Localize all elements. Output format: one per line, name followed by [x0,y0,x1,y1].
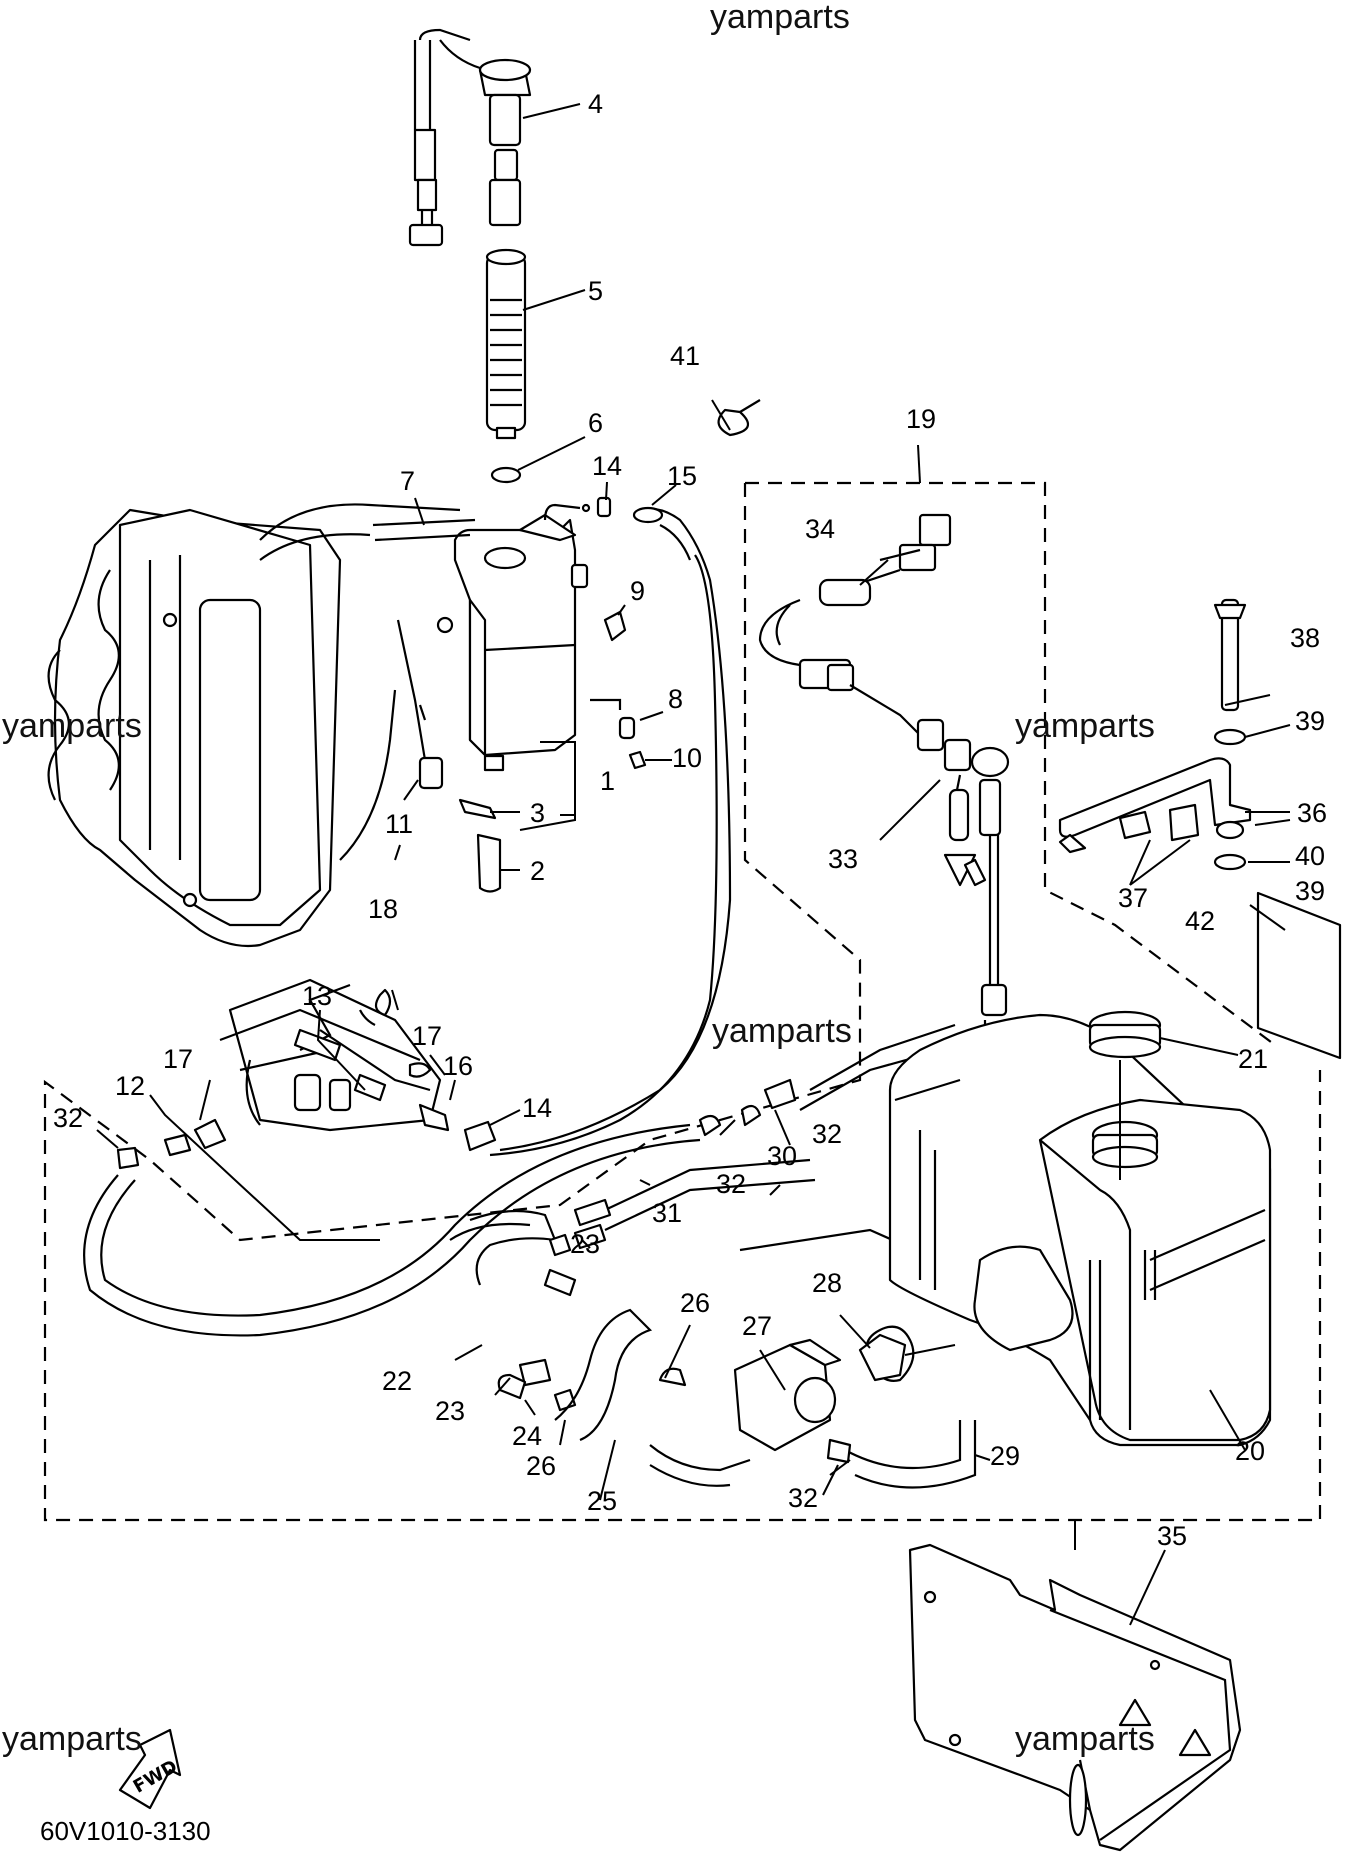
small-screw [581,503,591,513]
fuel-cap-assembly [408,28,532,247]
lead-11 [396,619,427,761]
lead-8 [590,698,622,710]
callout-24: 24 [512,1421,542,1451]
hose-2 [476,833,502,893]
callout-37: 37 [1118,883,1148,913]
dashed-outlines [43,481,1322,1522]
callout-32-mid: 32 [716,1169,746,1199]
callout-23-lower: 23 [435,1396,465,1426]
callout-26-upper: 26 [680,1288,710,1318]
fuel-tank-20 [888,1013,1272,1447]
assembly-19-outline [745,481,1276,1046]
callout-41: 41 [670,341,700,371]
clip-3 [458,798,497,820]
hose-15 [499,507,732,1152]
callout-5: 5 [588,276,603,306]
callout-42: 42 [1185,906,1215,936]
hose-end-15 [632,506,664,524]
lead-11b [418,704,427,721]
leader-lines [96,103,1291,1626]
callout-14-upper: 14 [592,451,622,481]
callout-23-upper: 23 [570,1229,600,1259]
callout-3: 3 [530,798,545,828]
callout-22: 22 [382,1366,412,1396]
callout-13: 13 [302,981,332,1011]
hose-7-b [374,533,471,542]
bracket-35 [908,1543,1242,1852]
watermark-bottom-right: yamparts [1015,1720,1155,1758]
callout-34: 34 [805,514,835,544]
part-9 [603,610,627,642]
callout-14-lower: 14 [522,1093,552,1123]
callout-38: 38 [1290,623,1320,653]
nipple-11 [418,756,444,790]
callout-9: 9 [630,576,645,606]
callout-15: 15 [667,461,697,491]
diagram-code: 60V1010-3130 [40,1816,211,1846]
callout-20: 20 [1235,1436,1265,1466]
callout-27: 27 [742,1311,772,1341]
callout-labels: 1 2 3 4 5 6 7 8 9 10 11 12 13 14 14 15 1… [53,89,1327,1551]
callout-10: 10 [672,743,702,773]
callout-35: 35 [1157,1521,1187,1551]
cable-tie-41 [717,408,750,437]
part-8 [618,716,636,740]
callout-32-right: 32 [812,1119,842,1149]
fuel-filter [485,248,527,440]
callout-21: 21 [1238,1044,1268,1074]
hose-15-b [659,524,692,561]
callout-8: 8 [668,684,683,714]
callout-26-lower: 26 [526,1451,556,1481]
callout-12: 12 [115,1071,145,1101]
callout-40: 40 [1295,841,1325,871]
callout-4: 4 [588,89,603,119]
callout-39-upper: 39 [1295,706,1325,736]
sender-harness-19 [758,513,1013,1071]
washer-6 [490,466,522,484]
watermark-bottom-left: yamparts [2,1720,142,1758]
watermark-left: yamparts [2,707,142,745]
fuel-pump-area [449,1023,977,1489]
watermarks: yamparts yamparts yamparts yamparts yamp… [2,0,1155,1758]
callout-31: 31 [652,1198,682,1228]
callout-19: 19 [906,404,936,434]
vapor-separator-tank [436,513,589,772]
callout-30: 30 [767,1141,797,1171]
callout-33: 33 [828,844,858,874]
callout-28: 28 [812,1268,842,1298]
callout-29: 29 [990,1441,1020,1471]
callout-32-bottom: 32 [788,1483,818,1513]
tank-cap-21-base [1088,1035,1162,1059]
watermark-right: yamparts [1015,707,1155,745]
callout-36: 36 [1297,798,1327,828]
watermark-top: yamparts [710,0,850,36]
cable-tie-tail [739,399,761,413]
engine-block [47,503,461,948]
callout-32-left: 32 [53,1103,83,1133]
hose-clip [543,503,581,521]
callout-1: 1 [600,766,615,796]
tank-strap-assembly [1058,598,1252,871]
part-10 [628,750,647,770]
callout-17-right: 17 [412,1021,442,1051]
callout-39-lower: 39 [1295,876,1325,906]
callout-16: 16 [443,1051,473,1081]
label-42 [1256,891,1342,1060]
callout-18: 18 [368,894,398,924]
callout-2: 2 [530,856,545,886]
watermark-center: yamparts [712,1012,852,1050]
clip-14-top [596,496,612,518]
callout-17-left: 17 [163,1044,193,1074]
callout-6: 6 [588,408,603,438]
callout-11: 11 [385,809,413,839]
hose-15-inner [489,554,718,1157]
fuel-system-outline [43,483,1322,1522]
callout-25: 25 [587,1486,617,1516]
left-fuel-lines [83,978,701,1337]
callout-7: 7 [400,466,415,496]
